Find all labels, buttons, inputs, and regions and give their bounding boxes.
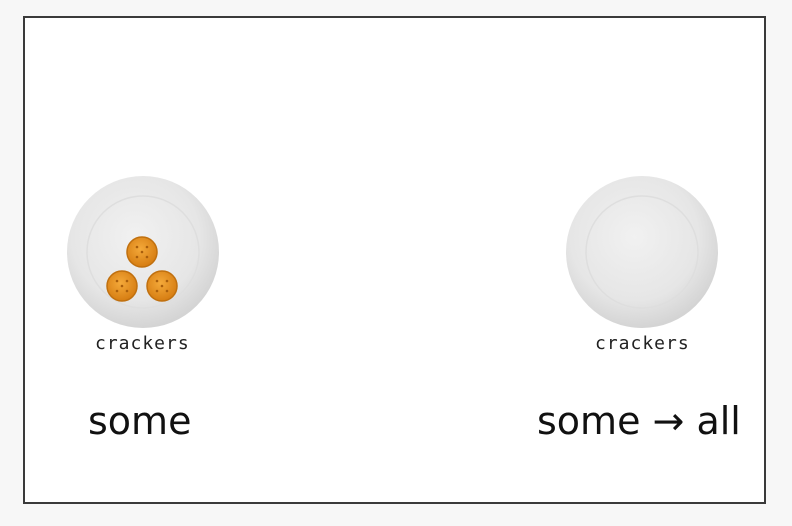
cracker [106, 270, 138, 302]
plate-label-right: crackers [595, 333, 690, 354]
quantifier-left: some [88, 399, 192, 443]
cracker [146, 270, 178, 302]
quantifier-right: some → all [537, 399, 741, 443]
plate-with-crackers [66, 175, 220, 329]
plate-icon [67, 176, 219, 328]
empty-plate [565, 175, 719, 329]
cracker [126, 236, 158, 268]
plate-icon [566, 176, 718, 328]
plate-label-left: crackers [95, 333, 190, 354]
